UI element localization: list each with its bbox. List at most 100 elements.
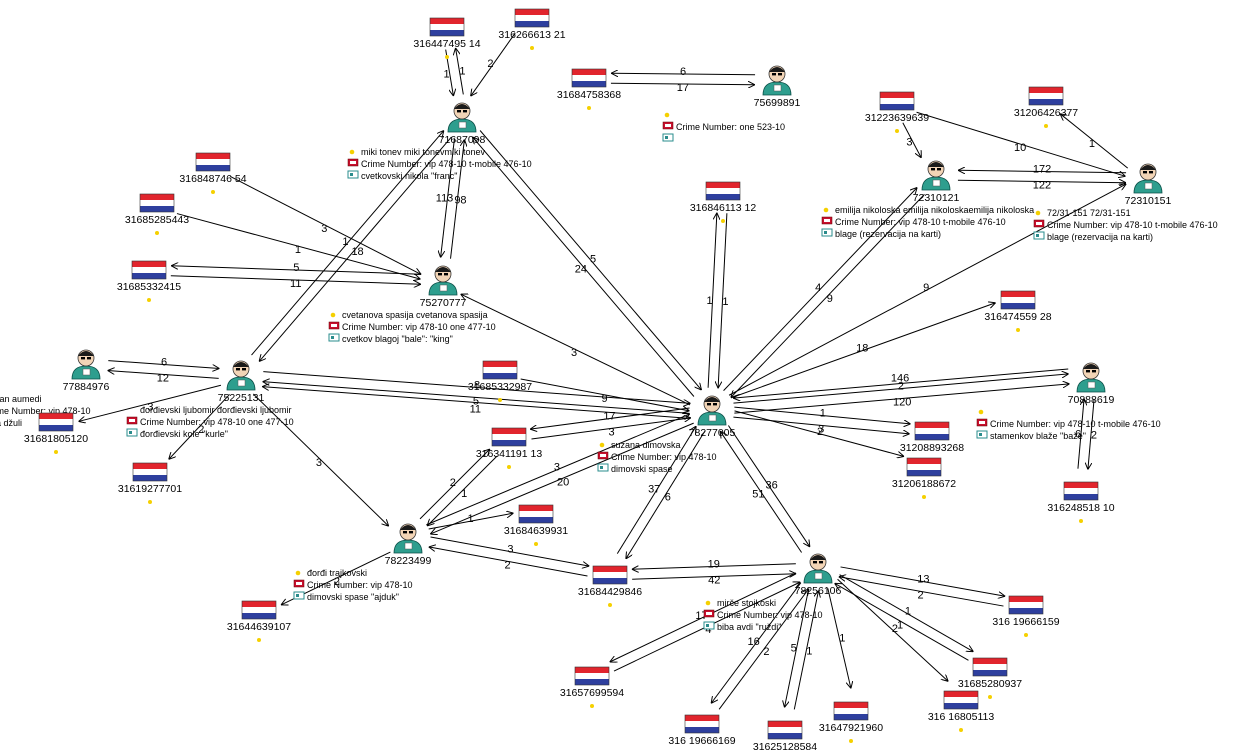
link-edge[interactable]: 3 xyxy=(252,393,389,526)
link-edge[interactable]: 9 xyxy=(731,194,925,397)
link-edge[interactable]: 6 xyxy=(626,431,706,559)
link-edge[interactable]: 12 xyxy=(108,371,219,385)
phone-node-31685332415[interactable]: 31685332415 xyxy=(117,260,181,302)
link-edge[interactable]: 36 xyxy=(727,425,809,546)
phone-node-316266613-21[interactable]: 316266613 21 xyxy=(498,8,566,50)
link-edge[interactable]: 17 xyxy=(610,82,755,94)
link-edge[interactable]: 1 xyxy=(839,574,974,652)
link-edge[interactable]: 13 xyxy=(840,566,1006,596)
link-edge[interactable]: 3 xyxy=(430,536,590,566)
person-node-77884976[interactable]: 77884976šaban aumediCrime Number: vip 47… xyxy=(0,349,110,428)
link-edge[interactable]: 10 xyxy=(916,111,1126,176)
link-edge[interactable]: 98 xyxy=(450,139,467,259)
link-edge[interactable]: 11 xyxy=(170,275,421,290)
phone-node-316447495-14[interactable]: 316447495 14 xyxy=(413,17,481,59)
phone-node-316341191-13[interactable]: 316341191 13 xyxy=(476,427,543,469)
link-edge[interactable]: 24 xyxy=(472,137,695,397)
link-edge[interactable]: 2 xyxy=(733,374,1068,404)
link-edge[interactable]: 3 xyxy=(461,294,691,406)
link-edge[interactable]: 9 xyxy=(728,184,1126,396)
phone-node-31681805120[interactable]: 31681805120 xyxy=(24,412,88,454)
phone-node-316248518-10[interactable]: 316248518 10 xyxy=(1047,481,1115,523)
link-edge[interactable]: 1 xyxy=(456,48,466,95)
link-edge[interactable]: 1 xyxy=(718,213,729,388)
phone-node-31685280937[interactable]: 31685280937 xyxy=(958,657,1022,699)
link-edge[interactable]: 1 xyxy=(835,583,969,661)
phone-node-316-16805113[interactable]: 316 16805113 xyxy=(928,690,995,732)
link-edge[interactable]: 20 xyxy=(430,422,694,534)
link-edge[interactable]: 2 xyxy=(839,577,1004,607)
phone-node-31625128584[interactable]: 31625128584 xyxy=(753,720,817,751)
link-edge[interactable]: 9 xyxy=(520,378,690,411)
phone-node-31657699594[interactable]: 31657699594 xyxy=(560,666,624,708)
link-edge[interactable]: 51 xyxy=(720,431,803,553)
link-edge[interactable]: 122 xyxy=(957,179,1126,191)
link-edge[interactable]: 2 xyxy=(718,589,809,710)
phone-node-31208893268[interactable]: 31208893268 xyxy=(900,421,964,463)
link-edge[interactable]: 17 xyxy=(530,407,690,429)
phone-node-316474559-28[interactable]: 316474559 28 xyxy=(984,290,1052,332)
link-edge[interactable]: 11 xyxy=(262,387,690,419)
phone-node-31684758368[interactable]: 31684758368 xyxy=(557,68,621,110)
link-edge[interactable]: 18 xyxy=(259,136,452,362)
link-edge[interactable]: 1 xyxy=(793,591,818,710)
phone-node-31684429846[interactable]: 31684429846 xyxy=(578,565,642,607)
link-edge[interactable]: 8 xyxy=(263,371,690,404)
link-edge[interactable]: 6 xyxy=(611,66,756,78)
link-edge[interactable]: 42 xyxy=(632,574,796,587)
link-edge[interactable]: 1 xyxy=(176,213,421,280)
link-edge[interactable]: 1 xyxy=(827,588,851,688)
phone-node-316-19666169[interactable]: 316 19666169 xyxy=(668,714,736,751)
link-edge[interactable]: 5 xyxy=(479,130,701,390)
link-edge[interactable]: 3 xyxy=(733,416,909,435)
phone-node-31685332987[interactable]: 31685332987 xyxy=(468,360,532,402)
link-edge[interactable]: 3 xyxy=(902,122,921,158)
link-edge[interactable]: 18 xyxy=(730,303,996,399)
link-edge[interactable]: 2 xyxy=(429,547,588,577)
link-edge[interactable]: 1 xyxy=(251,130,444,356)
link-edge[interactable]: 3 xyxy=(531,418,690,440)
link-edge[interactable]: 1 xyxy=(734,406,910,424)
phone-node-31223639639[interactable]: 31223639639 xyxy=(865,91,929,133)
link-edge[interactable]: 4 xyxy=(723,187,918,391)
link-edge[interactable]: 3 xyxy=(426,414,689,526)
link-edge[interactable]: 146 xyxy=(733,368,1069,398)
link-edge[interactable]: 1 xyxy=(428,513,514,530)
link-edge[interactable]: 120 xyxy=(734,384,1069,414)
link-edge[interactable]: 2 xyxy=(837,578,949,681)
link-edge[interactable]: 1 xyxy=(427,455,498,526)
link-edge[interactable]: 1 xyxy=(706,213,716,388)
link-edge[interactable]: 3 xyxy=(230,176,421,274)
link-edge[interactable]: 2 xyxy=(169,394,230,459)
link-edge[interactable]: 3 xyxy=(79,384,222,421)
phone-node-316846113-12[interactable]: 316846113 12 xyxy=(690,181,757,223)
phone-node-316848746-54[interactable]: 316848746 54 xyxy=(179,152,247,194)
link-edge[interactable]: 2 xyxy=(419,449,490,520)
link-edge[interactable]: 6 xyxy=(108,357,219,369)
link-edge[interactable]: 2 xyxy=(734,410,905,457)
link-edge[interactable]: 37 xyxy=(616,426,696,554)
phone-node-31644639107[interactable]: 31644639107 xyxy=(227,600,291,642)
link-edge[interactable]: 2 xyxy=(1088,399,1097,469)
phone-node-31647921960[interactable]: 31647921960 xyxy=(819,701,883,743)
phone-node-31685285443[interactable]: 31685285443 xyxy=(125,193,189,235)
link-edge[interactable]: 2 xyxy=(471,32,516,96)
phone-node-31206188672[interactable]: 31206188672 xyxy=(892,457,956,499)
link-edge[interactable]: 19 xyxy=(632,559,796,571)
phone-node-31619277701[interactable]: 31619277701 xyxy=(118,462,182,504)
link-edge[interactable]: 6 xyxy=(1075,398,1084,469)
link-edge[interactable]: 113 xyxy=(436,138,455,257)
link-edge[interactable]: 172 xyxy=(958,164,1127,176)
phone-node-31684639931[interactable]: 31684639931 xyxy=(504,504,568,546)
link-edge[interactable]: 5 xyxy=(171,262,422,275)
phone-node-31206426377[interactable]: 31206426377 xyxy=(1014,86,1078,128)
